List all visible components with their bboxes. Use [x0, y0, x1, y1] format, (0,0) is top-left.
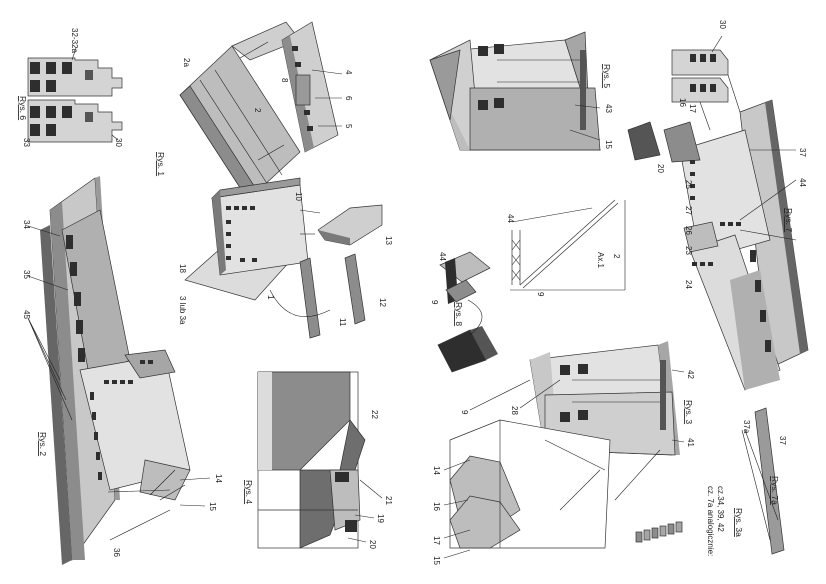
label-32-32a: 32-32a: [70, 28, 79, 53]
label-20-rys7: 20: [656, 164, 665, 173]
label-15-rys3: 15: [432, 556, 441, 565]
label-30-left: 30: [114, 138, 123, 147]
label-23: 23: [684, 246, 693, 255]
rys5-building-block: [429, 31, 601, 151]
label-13: 13: [384, 236, 393, 245]
part-11: [299, 257, 321, 339]
label-5: 5: [344, 124, 353, 129]
rys3-building: [449, 341, 680, 549]
rys4-roof-planes: [257, 371, 366, 549]
label-10: 10: [294, 192, 303, 201]
label-22: 22: [370, 410, 379, 419]
rys1-caption: Rys. 1: [156, 152, 166, 176]
rys7a-long-strip: [741, 407, 785, 555]
label-28: 28: [510, 406, 519, 415]
label-4: 4: [344, 70, 353, 75]
rys7-caption: Rys. 7: [784, 208, 794, 232]
label-20-left: 20: [368, 540, 377, 549]
label-2a: 2a: [182, 58, 191, 67]
rys8-caption: Rys. 8: [454, 302, 464, 326]
rys1-facade-windows: [226, 206, 257, 262]
rys2-caption: Rys. 2: [38, 432, 48, 456]
label-42: 42: [686, 370, 695, 379]
label-15-left: 15: [208, 502, 217, 511]
rys6-gable-facades: [27, 57, 123, 143]
label-9: 9: [536, 292, 545, 297]
spares-note-line1: cz. 7a analogicznie:: [706, 486, 715, 556]
label-33: 33: [22, 138, 31, 147]
label-43: 43: [604, 104, 613, 113]
label-8: 8: [280, 78, 289, 83]
ax1-label: Ax.1: [596, 252, 605, 269]
label-16-rys3: 16: [432, 502, 441, 511]
label-44-ax1: 44: [506, 214, 515, 223]
label-3-lub-3a: 3 lub 3a: [178, 296, 187, 325]
label-6: 6: [344, 96, 353, 101]
rys3a-caption: Rys. 3a: [734, 508, 744, 537]
label-1: 1: [266, 295, 275, 300]
label-30-rys7: 30: [718, 20, 727, 29]
label-p44-rys8: 44: [438, 252, 447, 261]
spares-note-line2: cz.34, 39, 42: [716, 486, 725, 532]
label-36: 36: [112, 548, 121, 557]
rys2-main-building: [40, 176, 191, 565]
label-2-ax1: 2: [612, 254, 621, 259]
ax1-ladder-detail: [510, 199, 626, 291]
label-11: 11: [338, 318, 347, 327]
label-19: 19: [376, 514, 385, 523]
rys1-side-strip: [281, 21, 339, 153]
label-24: 24: [684, 280, 693, 289]
label-p9-rys3: 9: [460, 410, 469, 415]
rys7a-caption: Rys. 7a: [770, 476, 780, 505]
rys5-caption: Rys. 5: [602, 64, 612, 88]
label-45: 45: [22, 310, 31, 319]
label-26: 26: [684, 226, 693, 235]
label-14-rys3: 14: [432, 466, 441, 475]
rys3-caption: Rys. 3: [684, 400, 694, 424]
part-12: [344, 253, 366, 325]
label-35: 35: [22, 270, 31, 279]
label-37-rys7: 37: [798, 148, 807, 157]
label-44-rys7: 44: [798, 178, 807, 187]
label-16: 16: [678, 98, 687, 107]
label-25: 25: [684, 180, 693, 189]
label-37-rys7a: 37: [778, 436, 787, 445]
label-p9-rys8: 9: [430, 300, 439, 305]
label-2: 2: [253, 108, 262, 113]
label-12: 12: [378, 298, 387, 307]
label-21: 21: [384, 496, 393, 505]
label-41: 41: [686, 438, 695, 447]
rys2-window-row: [66, 235, 153, 480]
label-27: 27: [684, 206, 693, 215]
label-17-rys3: 17: [432, 536, 441, 545]
label-17: 17: [688, 104, 697, 113]
rys7-building-assembly: [627, 49, 809, 391]
label-34: 34: [22, 220, 31, 229]
rys4-caption: Rys. 4: [244, 480, 254, 504]
rys8-small-parts: [437, 251, 498, 373]
label-14-left: 14: [214, 474, 223, 483]
label-37a: 37a: [742, 420, 751, 434]
label-18: 18: [178, 264, 187, 273]
label-15-rys5: 15: [604, 140, 613, 149]
rys3a-small-panels: [635, 521, 683, 543]
rys6-caption: Rys. 6: [18, 96, 28, 120]
